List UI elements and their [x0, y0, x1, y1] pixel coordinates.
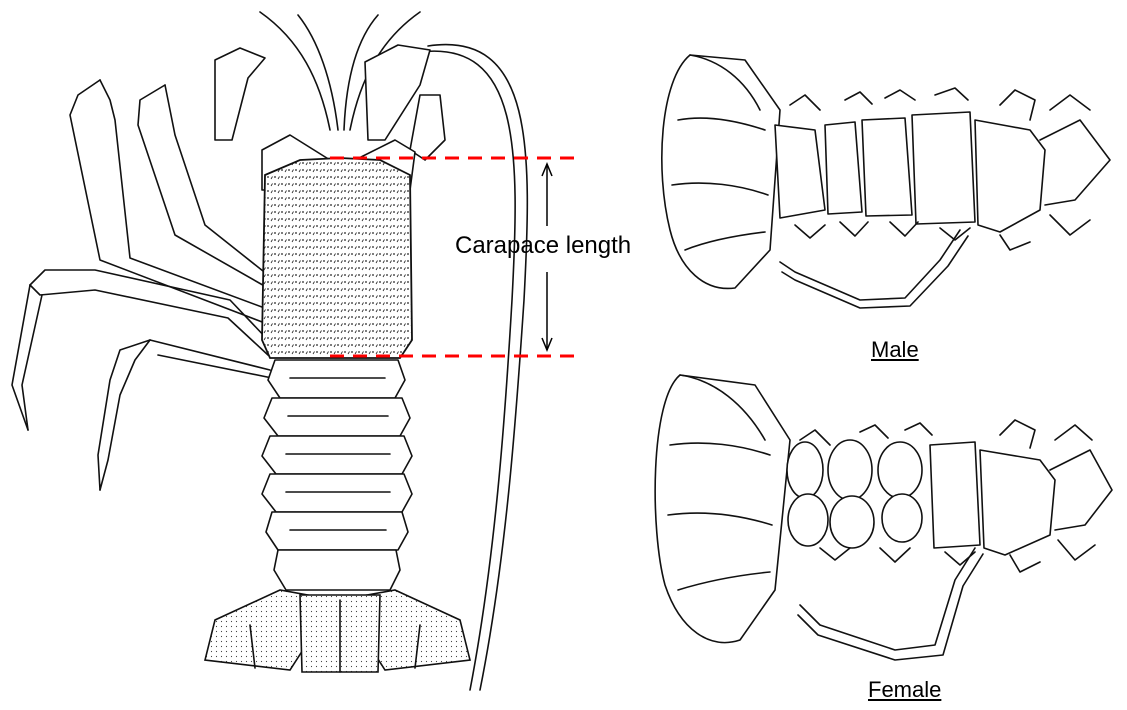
male-abdomen-illustration — [662, 55, 1110, 308]
lobster-illustration — [12, 12, 527, 690]
female-abdomen-illustration — [655, 375, 1112, 660]
female-label: Female — [868, 677, 941, 703]
male-label: Male — [871, 337, 919, 363]
tail-fan — [205, 590, 470, 672]
abdomen-segments — [262, 360, 412, 590]
carapace-length-label: Carapace length — [455, 232, 631, 260]
